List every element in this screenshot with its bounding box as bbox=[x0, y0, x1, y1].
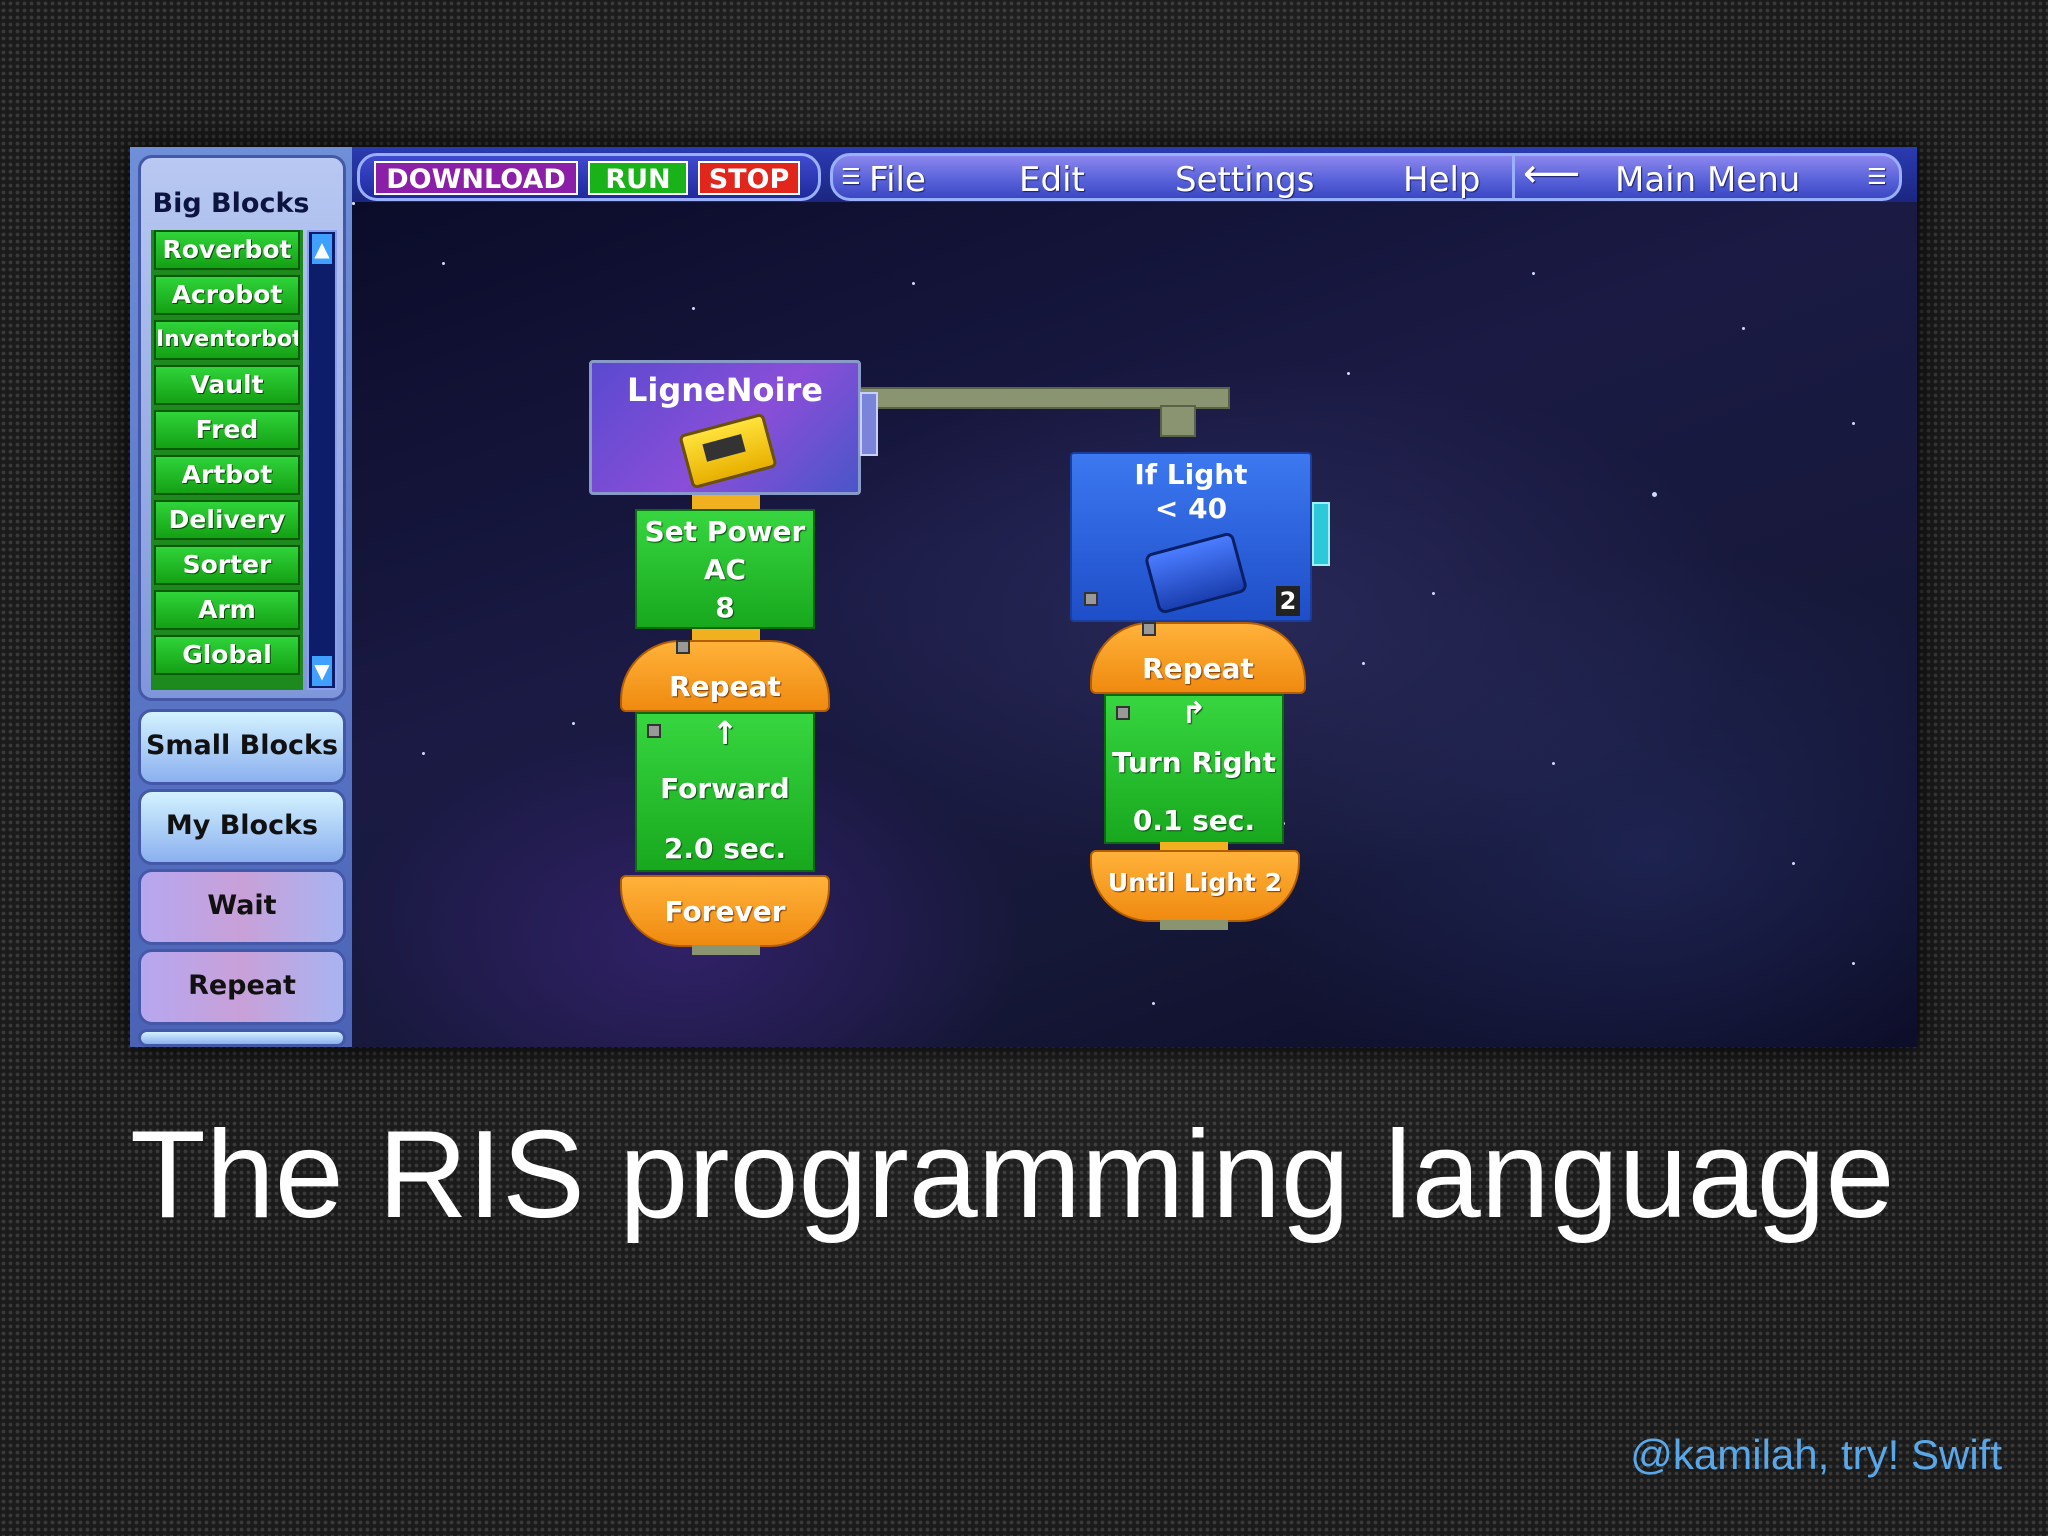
program-canvas[interactable]: LigneNoire Set Power AC 8 Repeat ↑ Forwa… bbox=[352, 202, 1917, 1047]
set-power-value: 8 bbox=[715, 591, 735, 624]
big-block-roverbot[interactable]: Roverbot bbox=[154, 230, 300, 270]
menu-edit[interactable]: Edit bbox=[1019, 160, 1085, 200]
ris-screenshot: Big Blocks Roverbot Acrobot Inventorbot … bbox=[130, 147, 1917, 1047]
big-block-arm[interactable]: Arm bbox=[154, 590, 300, 630]
until-light-label: Until Light 2 bbox=[1107, 868, 1283, 897]
big-blocks-title: Big Blocks bbox=[152, 188, 310, 219]
big-blocks-scrollbar[interactable]: ▲ ▼ bbox=[307, 230, 337, 690]
repeat-button[interactable]: Repeat bbox=[138, 949, 346, 1025]
big-block-fred[interactable]: Fred bbox=[154, 410, 300, 450]
scroll-up-arrow-icon[interactable]: ▲ bbox=[312, 234, 332, 264]
repeat-label: Repeat bbox=[1142, 652, 1254, 685]
big-block-vault[interactable]: Vault bbox=[154, 365, 300, 405]
forward-label: Forward bbox=[660, 772, 790, 805]
my-blocks-button[interactable]: My Blocks bbox=[138, 789, 346, 865]
big-blocks-panel: Big Blocks Roverbot Acrobot Inventorbot … bbox=[138, 155, 346, 701]
until-light-block[interactable]: Until Light 2 bbox=[1090, 850, 1300, 922]
big-block-global[interactable]: Global bbox=[154, 635, 300, 675]
if-light-sensor-block[interactable]: If Light < 40 2 bbox=[1070, 452, 1312, 622]
sensor-port-number: 2 bbox=[1276, 586, 1300, 616]
repeat-label: Repeat bbox=[669, 670, 781, 703]
menu-settings[interactable]: Settings bbox=[1175, 160, 1315, 200]
set-power-label: Set Power bbox=[644, 515, 806, 548]
top-bar: DOWNLOAD RUN STOP ☰ File Edit Settings H… bbox=[352, 147, 1917, 202]
wait-button[interactable]: Wait bbox=[138, 869, 346, 945]
block-palette-sidebar: Big Blocks Roverbot Acrobot Inventorbot … bbox=[130, 147, 352, 1047]
more-blocks-button[interactable] bbox=[138, 1029, 346, 1047]
forever-block[interactable]: Forever bbox=[620, 875, 830, 947]
stop-button[interactable]: STOP bbox=[698, 161, 800, 195]
turn-right-duration: 0.1 sec. bbox=[1132, 804, 1256, 837]
forward-duration: 2.0 sec. bbox=[663, 832, 787, 865]
turn-right-label: Turn Right bbox=[1112, 746, 1276, 779]
main-menu-label: Main Menu bbox=[1615, 160, 1801, 200]
if-light-label: If Light bbox=[1134, 458, 1248, 491]
big-block-sorter[interactable]: Sorter bbox=[154, 545, 300, 585]
block-port-tab bbox=[1312, 502, 1330, 566]
up-arrow-icon: ↑ bbox=[711, 714, 739, 752]
rcx-brick-icon bbox=[678, 412, 778, 490]
forever-label: Forever bbox=[664, 895, 786, 928]
forward-block[interactable]: ↑ Forward 2.0 sec. bbox=[635, 712, 815, 872]
download-button[interactable]: DOWNLOAD bbox=[374, 161, 578, 195]
program-name: LigneNoire bbox=[627, 371, 823, 409]
big-blocks-list: Roverbot Acrobot Inventorbot Vault Fred … bbox=[151, 230, 303, 690]
big-block-inventorbot[interactable]: Inventorbot bbox=[154, 320, 300, 360]
big-block-delivery[interactable]: Delivery bbox=[154, 500, 300, 540]
program-main-block[interactable]: LigneNoire bbox=[589, 360, 861, 495]
main-menu-button[interactable]: ⟵ Main Menu ☰ bbox=[1512, 153, 1902, 201]
scroll-down-arrow-icon[interactable]: ▼ bbox=[312, 656, 332, 686]
small-blocks-button[interactable]: Small Blocks bbox=[138, 709, 346, 785]
run-button[interactable]: RUN bbox=[588, 161, 688, 195]
rail-drop bbox=[1160, 405, 1196, 437]
slide-credit: @kamilah, try! Swift bbox=[1630, 1431, 2002, 1478]
port-square-icon bbox=[1084, 592, 1098, 606]
back-arrow-icon: ⟵ bbox=[1523, 151, 1581, 197]
menu-help[interactable]: Help bbox=[1403, 160, 1481, 200]
slide-title: The RIS programming language bbox=[130, 1106, 1895, 1244]
turn-right-arrow-icon: ↱ bbox=[1181, 696, 1207, 731]
menu-bar: ☰ File Edit Settings Help bbox=[830, 153, 1515, 201]
set-power-port: AC bbox=[703, 553, 747, 586]
port-square-icon bbox=[1116, 706, 1130, 720]
port-square-icon bbox=[647, 724, 661, 738]
repeat-block-start[interactable]: Repeat bbox=[620, 640, 830, 712]
big-block-acrobot[interactable]: Acrobot bbox=[154, 275, 300, 315]
run-controls: DOWNLOAD RUN STOP bbox=[357, 153, 821, 201]
block-port-tab bbox=[860, 392, 878, 456]
repeat-until-block-start[interactable]: Repeat bbox=[1090, 622, 1306, 694]
port-square-icon bbox=[676, 640, 690, 654]
grip-icon: ☰ bbox=[1867, 165, 1887, 190]
menu-file[interactable]: File bbox=[869, 160, 926, 200]
port-square-icon bbox=[1142, 622, 1156, 636]
big-block-artbot[interactable]: Artbot bbox=[154, 455, 300, 495]
if-light-threshold: < 40 bbox=[1154, 492, 1228, 525]
set-power-block[interactable]: Set Power AC 8 bbox=[635, 509, 815, 629]
turn-right-block[interactable]: ↱ Turn Right 0.1 sec. bbox=[1104, 694, 1284, 844]
grip-icon: ☰ bbox=[841, 165, 861, 190]
light-sensor-icon bbox=[1143, 531, 1249, 615]
